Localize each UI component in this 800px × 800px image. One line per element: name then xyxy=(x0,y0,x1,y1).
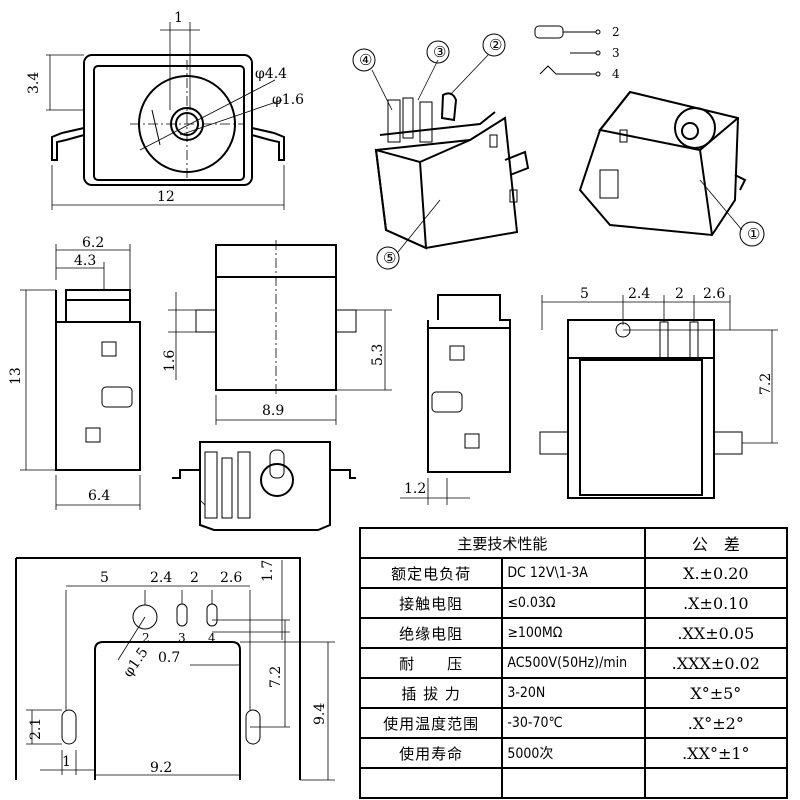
spec-value xyxy=(501,767,646,799)
pcb-dim-9-4: 9.4 xyxy=(312,703,328,725)
front-view-2 xyxy=(168,240,392,425)
spec-value: DC 12V\1-3A xyxy=(501,557,646,589)
pcb-dim-5: 5 xyxy=(100,570,109,586)
dim-1: 1 xyxy=(174,10,183,26)
pcb-dim-7-2: 7.2 xyxy=(268,666,284,688)
spec-table: 主要技术性能 公 差 额定电负荷 DC 12V\1-3A X.±0.20 接触电… xyxy=(358,527,789,799)
dim-top-2-4: 2.4 xyxy=(628,286,650,302)
side-view-2 xyxy=(400,294,511,505)
dim-8-9: 8.9 xyxy=(262,403,284,419)
dim-4-3: 4.3 xyxy=(74,253,96,269)
spec-value: 3-20N xyxy=(501,677,646,709)
dim-3-4: 3.4 xyxy=(26,72,42,94)
spec-tolerance: .XX±0.05 xyxy=(643,617,789,649)
spec-value: -30-70℃ xyxy=(501,707,646,739)
dim-top-5: 5 xyxy=(580,286,589,302)
callout-5: ⑤ xyxy=(383,249,396,267)
spec-tolerance: .X°±2° xyxy=(643,707,789,739)
spec-tolerance xyxy=(643,767,789,799)
spec-tolerance: .X±0.10 xyxy=(643,587,789,619)
table-row: 插 拔 力 3-20N X°±5° xyxy=(358,677,789,709)
callout-3: ③ xyxy=(433,43,446,61)
spec-name: 额定电负荷 xyxy=(358,557,504,589)
pcb-dim-1: 1 xyxy=(62,754,71,770)
iso-view-front xyxy=(578,90,747,237)
pcb-dim-2-4: 2.4 xyxy=(150,570,172,586)
pcb-dim-2-6: 2.6 xyxy=(220,570,242,586)
spec-name: 绝缘电阻 xyxy=(358,617,504,649)
schematic-symbol xyxy=(534,25,601,77)
dimension-labels: 1 3.4 φ4.4 φ1.6 12 ④ ③ ② ⑤ ① 2 3 4 6.2 4… xyxy=(8,10,774,776)
spec-header-tolerance: 公 差 xyxy=(643,527,789,559)
dim-5-3: 5.3 xyxy=(370,344,386,366)
callout-4: ④ xyxy=(359,51,372,69)
table-row xyxy=(358,767,789,799)
spec-name: 使用温度范围 xyxy=(358,707,504,739)
dim-6-4: 6.4 xyxy=(88,488,110,504)
pcb-dim-2: 2 xyxy=(190,570,199,586)
spec-name xyxy=(358,767,504,799)
pcb-dim-9-2: 9.2 xyxy=(150,760,172,776)
table-row: 使用温度范围 -30-70℃ .X°±2° xyxy=(358,707,789,739)
table-row: 绝缘电阻 ≥100MΩ .XX±0.05 xyxy=(358,617,789,649)
dim-12: 12 xyxy=(157,189,175,205)
table-row: 接触电阻 ≤0.03Ω .X±0.10 xyxy=(358,587,789,619)
pcb-dim-2-1: 2.1 xyxy=(28,718,44,740)
table-row: 使用寿命 5000次 .XX°±1° xyxy=(358,737,789,769)
dim-1-6: 1.6 xyxy=(162,350,178,372)
spec-value: 5000次 xyxy=(501,737,646,769)
pcb-pin-2: 2 xyxy=(142,631,150,645)
dim-6-2: 6.2 xyxy=(82,235,104,251)
pcb-dim-0-7: 0.7 xyxy=(158,650,180,666)
spec-value: ≥100MΩ xyxy=(501,617,646,649)
dim-13: 13 xyxy=(8,367,24,385)
bottom-view xyxy=(172,441,356,531)
spec-value: ≤0.03Ω xyxy=(501,587,646,619)
spec-tolerance: X.±0.20 xyxy=(643,557,789,589)
spec-name: 使用寿命 xyxy=(358,737,504,769)
iso-view-pins xyxy=(374,92,530,250)
dim-1-2: 1.2 xyxy=(404,481,426,497)
spec-name: 插 拔 力 xyxy=(358,677,504,709)
side-view xyxy=(20,244,141,510)
pcb-pin-3: 3 xyxy=(178,631,186,645)
spec-name: 接触电阻 xyxy=(358,587,504,619)
spec-tolerance: .XX°±1° xyxy=(643,737,789,769)
pin-label-3: 3 xyxy=(612,46,620,60)
spec-tolerance: X°±5° xyxy=(643,677,789,709)
dim-phi-4-4: φ4.4 xyxy=(255,66,287,82)
table-row: 额定电负荷 DC 12V\1-3A X.±0.20 xyxy=(358,557,789,589)
pcb-dim-phi-1-5: φ1.5 xyxy=(120,645,152,680)
spec-header-row: 主要技术性能 公 差 xyxy=(359,527,789,559)
pin-label-4: 4 xyxy=(612,67,620,81)
callout-2: ② xyxy=(489,36,502,54)
pcb-layout xyxy=(15,557,335,781)
dim-top-2-6: 2.6 xyxy=(703,286,725,302)
front-view xyxy=(46,22,285,210)
top-view xyxy=(539,295,778,499)
pcb-dim-1-7: 1.7 xyxy=(260,560,276,582)
dim-top-7-2: 7.2 xyxy=(758,373,774,395)
spec-name: 耐 压 xyxy=(358,647,504,679)
pin-label-2: 2 xyxy=(612,25,620,39)
spec-tolerance: .XXX±0.02 xyxy=(643,647,789,679)
callout-1: ① xyxy=(747,225,760,243)
spec-header-performance: 主要技术性能 xyxy=(359,527,646,559)
dim-top-2: 2 xyxy=(675,286,684,302)
table-row: 耐 压 AC500V(50Hz)/min .XXX±0.02 xyxy=(358,647,789,679)
spec-value: AC500V(50Hz)/min xyxy=(501,647,646,679)
dim-phi-1-6: φ1.6 xyxy=(272,92,304,108)
pcb-pin-4: 4 xyxy=(208,631,216,645)
